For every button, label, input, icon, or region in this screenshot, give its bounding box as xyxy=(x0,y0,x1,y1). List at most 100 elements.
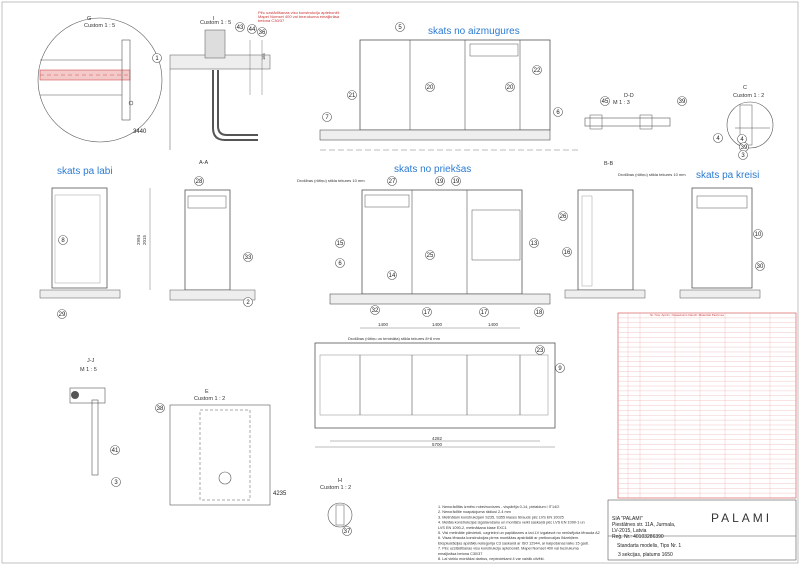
balloon-number: 3 xyxy=(114,480,118,486)
balloon-number: 17 xyxy=(481,310,488,316)
view-right: skats pa labi xyxy=(39,166,121,299)
detail-i: I Custom 1 : 5 Pēc uzstādīšanas visu kon… xyxy=(169,10,340,150)
balloon-number: 16 xyxy=(564,250,571,256)
balloon-17: 17 xyxy=(422,307,432,317)
note-line: 7. Pēc uzstādīšanas visu konstrukciju ap… xyxy=(438,547,580,551)
balloon-number: 26 xyxy=(560,214,567,220)
balloon-23: 23 xyxy=(535,345,545,355)
balloon-number: 4 xyxy=(716,136,720,142)
detail-c: C Custom 1 : 2 xyxy=(726,85,774,149)
detail-h: H Custom 1 : 2 xyxy=(320,478,353,528)
balloon-number: 20 xyxy=(427,85,434,91)
balloon-number: 15 xyxy=(337,241,344,247)
detail-dd-title: D-D xyxy=(624,93,634,99)
detail-i-title: I xyxy=(213,16,215,22)
note-line: 6. Visas tērauda konstrukcijas pirms mon… xyxy=(438,536,579,540)
balloon-36: 36 xyxy=(257,27,267,37)
balloon-number: 37 xyxy=(344,529,351,535)
note-line: LVS EN 1090-2, metināšana klase EXC1 xyxy=(438,526,507,530)
balloon-38: 38 xyxy=(155,403,165,413)
detail-e-scale: Custom 1 : 2 xyxy=(194,396,225,402)
balloon-41: 41 xyxy=(110,445,120,455)
view-front: skats no priekšas Drošības (rūtiņu) stik… xyxy=(297,164,551,329)
detail-h-title: H xyxy=(338,478,342,484)
detail-dd-scale: M 1 : 3 xyxy=(613,100,630,106)
balloon-number: 45 xyxy=(602,99,609,105)
balloon-20: 20 xyxy=(505,82,515,92)
section-bb: B-B Drošības (rūtiņu) stikla tekures 10 … xyxy=(564,161,686,299)
view-left: skats pa kreisi xyxy=(679,170,761,299)
balloon-number: 38 xyxy=(157,406,164,412)
detail-i-note-3: betona C30/37 xyxy=(258,18,285,23)
view-rear-title: skats no aizmugures xyxy=(428,26,520,37)
balloon-number: 43 xyxy=(237,25,244,31)
note-line: 1. Nenorādītās izmēru robežnovirzes - vi… xyxy=(438,505,559,509)
note-line: Ekspluatācijas apstākļu kategorija C3 sa… xyxy=(438,541,589,545)
balloon-19: 19 xyxy=(435,176,445,186)
balloon-number: 20 xyxy=(507,85,514,91)
balloon-2: 2 xyxy=(243,297,253,307)
balloon-number: 23 xyxy=(537,348,544,354)
balloon-number: 39 xyxy=(741,145,748,151)
balloon-number: 22 xyxy=(534,68,541,74)
balloon-9: 9 xyxy=(555,363,565,373)
svg-text:5700: 5700 xyxy=(432,442,443,447)
balloon-7: 7 xyxy=(322,112,332,122)
balloon-number: 27 xyxy=(389,179,396,185)
balloon-number: 1 xyxy=(155,56,159,62)
balloon-number: 6 xyxy=(556,110,560,116)
plan-note: Drošības (rūtiņu un temināta) stikla tek… xyxy=(348,336,441,341)
detail-i-note-2: Mapei Nomset 400 vai bezrukuma emaljkrās… xyxy=(258,14,340,19)
balloon-number: 6 xyxy=(338,261,342,267)
detail-c-title: C xyxy=(743,85,747,91)
balloon-3: 3 xyxy=(738,150,748,160)
company-reg: Reģ. Nr.: 40103286390 xyxy=(612,533,664,540)
company-name: SIA "PALAMI" xyxy=(612,516,643,522)
balloon-17: 17 xyxy=(479,307,489,317)
company-address-1: Piestātnes str. 11A, Jurmala, xyxy=(612,522,675,528)
balloon-number: 3 xyxy=(741,153,745,159)
balloon-30: 30 xyxy=(755,261,765,271)
section-aa-title: A-A xyxy=(199,160,209,166)
note-line: 4. Metāla konstrukcijas izgatavošanu un … xyxy=(438,521,585,525)
balloon-number: 33 xyxy=(245,255,252,261)
balloon-number: 19 xyxy=(437,179,444,185)
balloon-37: 37 xyxy=(342,526,352,536)
callout-4235: 4235 xyxy=(273,491,287,497)
view-right-title: skats pa labi xyxy=(57,166,113,177)
balloon-39: 39 xyxy=(677,96,687,106)
note-line: 3. Metinātam konstrukcijam S235, S355 kl… xyxy=(438,515,564,519)
note-line: 2. Nenorādītie noapaļojuma rādiusi 2-4 m… xyxy=(438,510,511,514)
balloon-19: 19 xyxy=(451,176,461,186)
section-bb-title: B-B xyxy=(604,161,614,167)
balloon-1: 1 xyxy=(152,53,162,63)
balloon-10: 10 xyxy=(753,229,763,239)
balloon-number: 10 xyxy=(755,232,762,238)
detail-h-scale: Custom 1 : 2 xyxy=(320,485,351,491)
svg-text:2994: 2994 xyxy=(136,234,141,245)
balloon-27: 27 xyxy=(387,176,397,186)
balloon-number: 13 xyxy=(531,241,538,247)
note-line: emaljkrāsa betona C30/37 xyxy=(438,552,482,556)
balloon-number: 30 xyxy=(757,264,764,270)
balloon-number: 41 xyxy=(112,448,119,454)
balloon-6: 6 xyxy=(335,258,345,268)
balloon-number: 18 xyxy=(536,310,543,316)
balloon-number: 8 xyxy=(61,238,65,244)
balloon-number: 39 xyxy=(679,99,686,105)
svg-text:1400: 1400 xyxy=(488,322,499,327)
balloon-number: 21 xyxy=(349,93,356,99)
svg-text:184: 184 xyxy=(261,53,266,60)
balloon-44: 44 xyxy=(247,24,257,34)
balloon-number: 4 xyxy=(740,137,744,143)
view-front-title: skats no priekšas xyxy=(394,164,471,175)
note-line: 8. Lai vieklu montāžai darbus, nepiecieš… xyxy=(438,557,545,561)
detail-jj-scale: M 1 : 5 xyxy=(80,367,97,373)
balloon-21: 21 xyxy=(347,90,357,100)
balloon-32: 32 xyxy=(370,305,380,315)
callout-3440: 3440 xyxy=(133,129,147,135)
section-aa: A-A 2994 2015 xyxy=(136,160,256,301)
balloon-15: 15 xyxy=(335,238,345,248)
detail-jj-title: J-J xyxy=(87,358,95,364)
